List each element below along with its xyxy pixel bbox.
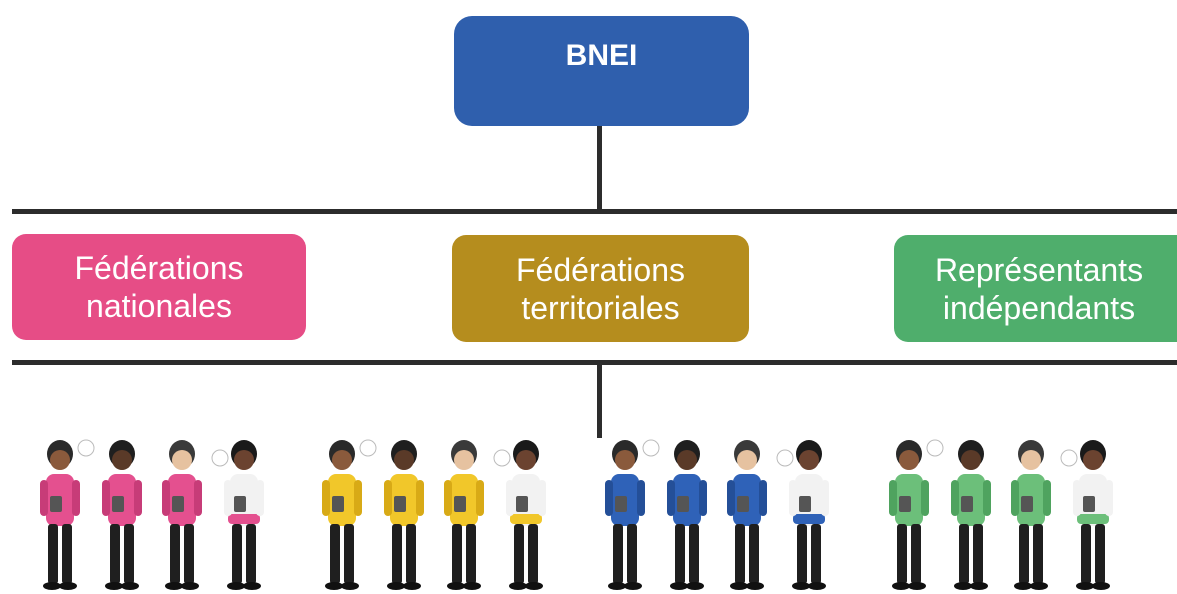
student-figure [40,440,80,590]
student-figure [789,440,829,590]
upper-horizontal-line [12,209,1177,214]
students-illustration [40,439,1113,590]
federations-nationales-line1: Fédérations [74,250,244,286]
student-figure [506,440,546,590]
student-group [322,439,546,590]
student-figure [951,440,991,590]
speech-bubble-icon [359,439,377,457]
speech-bubble-icon [926,439,944,457]
speech-bubble-icon [493,449,511,467]
federations-nationales-line2: nationales [86,288,232,324]
student-figure [889,440,929,590]
representants-independants-line1: Représentants [934,251,1144,288]
federations-territoriales-line1: Fédérations [516,251,685,288]
speech-bubble-icon [642,439,660,457]
student-figure [162,440,202,590]
speech-bubble-icon [77,439,95,457]
student-figure [605,440,645,590]
top-connector [597,126,602,212]
bnei-label: BNEI [565,39,638,72]
student-figure [384,440,424,590]
bottom-connector [597,364,602,438]
speech-bubble-icon [1060,449,1078,467]
student-group [605,439,829,590]
student-group [889,439,1113,590]
student-figure [1073,440,1113,590]
federations-territoriales-box: Fédérations territoriales [452,235,749,342]
representants-independants-line2: indépendants [942,289,1136,326]
federations-nationales-box: Fédérations nationales [12,234,306,340]
lower-horizontal-line [12,360,1177,365]
speech-bubble-icon [776,449,794,467]
speech-bubble-icon [211,449,229,467]
student-figure [727,440,767,590]
student-figure [322,440,362,590]
student-figure [102,440,142,590]
bnei-box: BNEI [454,16,749,126]
student-figure [224,440,264,590]
student-figure [1011,440,1051,590]
student-figure [667,440,707,590]
federations-territoriales-line2: territoriales [521,289,680,326]
student-group [40,439,264,590]
representants-independants-box: Représentants indépendants [894,235,1177,342]
student-figure [444,440,484,590]
